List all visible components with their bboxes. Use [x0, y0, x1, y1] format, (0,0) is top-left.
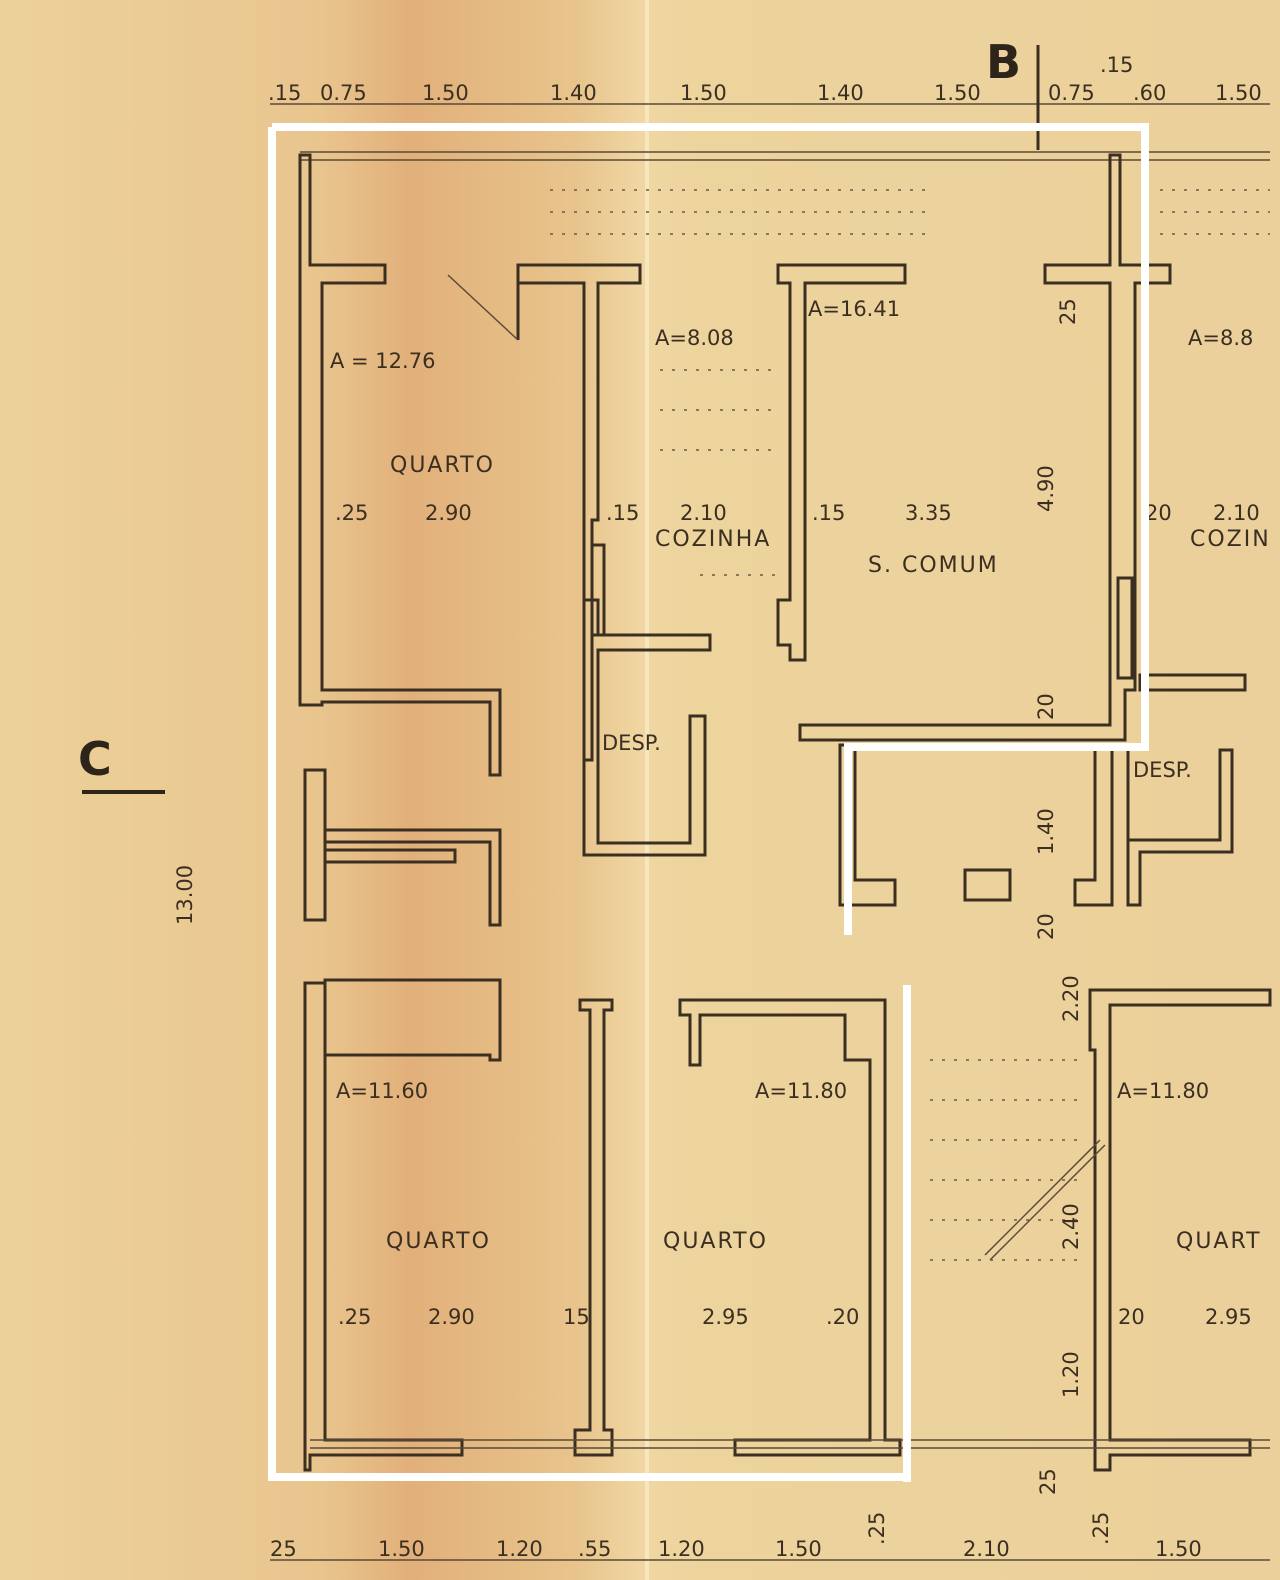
room-quarto-bottom-left: A=11.60 QUARTO .25 2.90 15 [336, 1079, 590, 1329]
dim-label: 20 [1034, 913, 1058, 940]
dim-label: 2.10 [1213, 501, 1260, 525]
dim-label: 15 [563, 1305, 590, 1329]
bottom-dimension-line: 25 1.50 1.20 .55 1.20 1.50 .25 2.10 .25 … [270, 1512, 1270, 1561]
bottom-dim-8: 2.10 [963, 1537, 1010, 1561]
area-label: A = 12.76 [330, 349, 435, 373]
top-dim-6: 1.40 [817, 81, 864, 105]
dim-label: 2.10 [680, 501, 727, 525]
dim-label: 2.95 [1205, 1305, 1252, 1329]
bottom-dim-1: 25 [270, 1537, 297, 1561]
section-marker-c: C [78, 732, 112, 786]
top-dim-3: 1.50 [422, 81, 469, 105]
room-name: DESP. [1133, 758, 1192, 782]
dim-label: 2.20 [1059, 975, 1083, 1022]
dim-label: 1.40 [1034, 808, 1058, 855]
top-dim-4: 1.40 [550, 81, 597, 105]
dim-label: 1.20 [1059, 1351, 1083, 1398]
walls [298, 153, 1272, 1472]
overall-height-dim: 13.00 [173, 865, 197, 925]
room-right-top: A=8.8 20 2.10 COZIN [1145, 326, 1271, 552]
dim-label: 20 [1145, 501, 1172, 525]
area-label: A=16.41 [808, 297, 900, 321]
room-name: COZINHA [655, 527, 771, 552]
dim-label: .20 [826, 1305, 859, 1329]
dim-label: 20 [1034, 693, 1058, 720]
dim-label: 25 [1056, 298, 1080, 325]
dim-label: 3.35 [905, 501, 952, 525]
dim-label: 25 [1036, 1468, 1060, 1495]
room-name: S. COMUM [868, 553, 999, 578]
dim-label: 2.95 [702, 1305, 749, 1329]
dim-label: 4.90 [1034, 465, 1058, 512]
bottom-dim-9: .25 [1089, 1512, 1113, 1545]
room-quarto-bottom-right: A=11.80 QUART 20 2.95 [1117, 1079, 1262, 1329]
bottom-dim-2: 1.50 [378, 1537, 425, 1561]
room-quarto-top: A = 12.76 QUARTO .25 2.90 [330, 349, 495, 525]
top-dim-5: 1.50 [680, 81, 727, 105]
top-dim-10: .60 [1133, 81, 1166, 105]
bottom-dim-10: 1.50 [1155, 1537, 1202, 1561]
bottom-dim-7: .25 [865, 1512, 889, 1545]
apartment-outline-highlight [268, 123, 1149, 1482]
room-name: QUARTO [386, 1229, 491, 1254]
bottom-dim-5: 1.20 [658, 1537, 705, 1561]
dim-label: 2.40 [1059, 1203, 1083, 1250]
dim-label: 2.90 [425, 501, 472, 525]
room-s-comum: A=16.41 .15 3.35 S. COMUM 4.90 20 25 [808, 297, 1080, 720]
top-dim-2: 0.75 [320, 81, 367, 105]
dim-label: .25 [335, 501, 368, 525]
room-name: QUARTO [663, 1229, 768, 1254]
dim-label: .15 [812, 501, 845, 525]
room-desp-left: DESP. [602, 731, 661, 755]
top-dimension-line: .15 0.75 1.50 1.40 1.50 1.40 1.50 0.75 .… [268, 53, 1270, 105]
room-name: QUARTO [390, 453, 495, 478]
top-dim-11: 1.50 [1215, 81, 1262, 105]
room-name: DESP. [602, 731, 661, 755]
room-quarto-bottom-middle: A=11.80 QUARTO 2.95 .20 [663, 1079, 859, 1329]
area-label: A=8.8 [1188, 326, 1253, 350]
vertical-dims: 1.40 20 2.20 2.40 1.20 25 [1034, 808, 1083, 1495]
door-and-stair [447, 274, 1106, 1261]
top-dim-8: 0.75 [1048, 81, 1095, 105]
area-label: A=11.80 [755, 1079, 847, 1103]
area-label: A=11.60 [336, 1079, 428, 1103]
room-cozinha: A=8.08 .15 2.10 COZINHA [606, 326, 771, 552]
bottom-dim-4: .55 [578, 1537, 611, 1561]
top-dim-9: .15 [1100, 53, 1133, 77]
dim-label: 20 [1118, 1305, 1145, 1329]
paper-fold [645, 0, 649, 1580]
room-desp-right: DESP. [1133, 758, 1192, 782]
dim-label: .15 [606, 501, 639, 525]
top-dim-7: 1.50 [934, 81, 981, 105]
dim-label: .25 [338, 1305, 371, 1329]
area-label: A=8.08 [655, 326, 734, 350]
room-name: QUART [1176, 1229, 1262, 1254]
section-marker-b: B [986, 35, 1021, 89]
dim-label: 2.90 [428, 1305, 475, 1329]
area-label: A=11.80 [1117, 1079, 1209, 1103]
bottom-dim-3: 1.20 [496, 1537, 543, 1561]
top-dim-1: .15 [268, 81, 301, 105]
bottom-dim-6: 1.50 [775, 1537, 822, 1561]
balcony-hatch [300, 151, 1270, 235]
room-name: COZIN [1190, 527, 1271, 552]
